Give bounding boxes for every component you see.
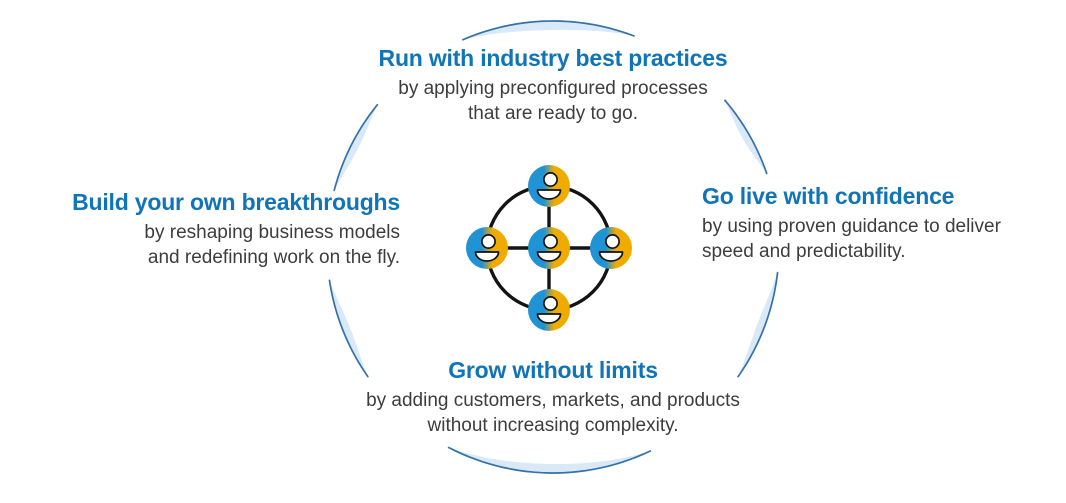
person-icon <box>536 313 562 324</box>
person-node-circle <box>528 165 570 207</box>
benefit-left-line-2: and redefining work on the fly. <box>147 247 400 268</box>
benefit-left: Build your own breakthroughs by reshapin… <box>28 188 400 270</box>
person-icon-head <box>543 172 558 187</box>
person-icon-head <box>543 234 558 249</box>
person-node-top <box>528 165 570 207</box>
circle-arc-line-0 <box>462 20 635 41</box>
benefit-bottom: Grow without limits by adding customers,… <box>283 356 823 438</box>
person-icon-head <box>543 296 558 311</box>
benefit-left-line-1: by reshaping business models <box>144 222 400 243</box>
person-node-bottom <box>528 289 570 331</box>
benefit-bottom-heading: Grow without limits <box>448 357 658 383</box>
person-node-center <box>528 227 570 269</box>
benefit-top-line-1: by applying preconfigured processes <box>398 78 708 99</box>
person-icon <box>536 251 562 262</box>
person-icon-head <box>605 234 620 249</box>
benefit-right: Go live with confidence by using proven … <box>702 182 1050 264</box>
person-icon <box>474 251 500 262</box>
benefit-top-heading: Run with industry best practices <box>378 45 728 71</box>
person-node-circle <box>466 227 508 269</box>
circle-arc-line-3 <box>447 446 652 474</box>
benefit-left-heading: Build your own breakthroughs <box>72 189 400 215</box>
team-network-graphic <box>466 165 632 331</box>
benefit-right-heading: Go live with confidence <box>702 183 955 209</box>
person-node-left <box>466 227 508 269</box>
person-icon-head <box>481 234 496 249</box>
benefit-top-line-2: that are ready to go. <box>467 103 639 124</box>
person-node-right <box>590 227 632 269</box>
benefit-right-line-1: by using proven guidance to deliver <box>702 216 1001 237</box>
benefit-bottom-line-1: by adding customers, markets, and produc… <box>366 390 740 411</box>
benefit-right-line-2: speed and predictability. <box>702 241 906 262</box>
network-ring <box>485 184 613 312</box>
person-node-circle <box>528 289 570 331</box>
benefit-top: Run with industry best practices by appl… <box>283 44 823 126</box>
person-icon <box>598 251 624 262</box>
benefit-bottom-line-2: without increasing complexity. <box>427 415 679 436</box>
circle-arc-fill-0 <box>462 21 634 40</box>
person-node-circle <box>590 227 632 269</box>
person-icon <box>536 189 562 200</box>
person-node-circle <box>528 227 570 269</box>
circle-arc-fill-3 <box>448 447 651 473</box>
